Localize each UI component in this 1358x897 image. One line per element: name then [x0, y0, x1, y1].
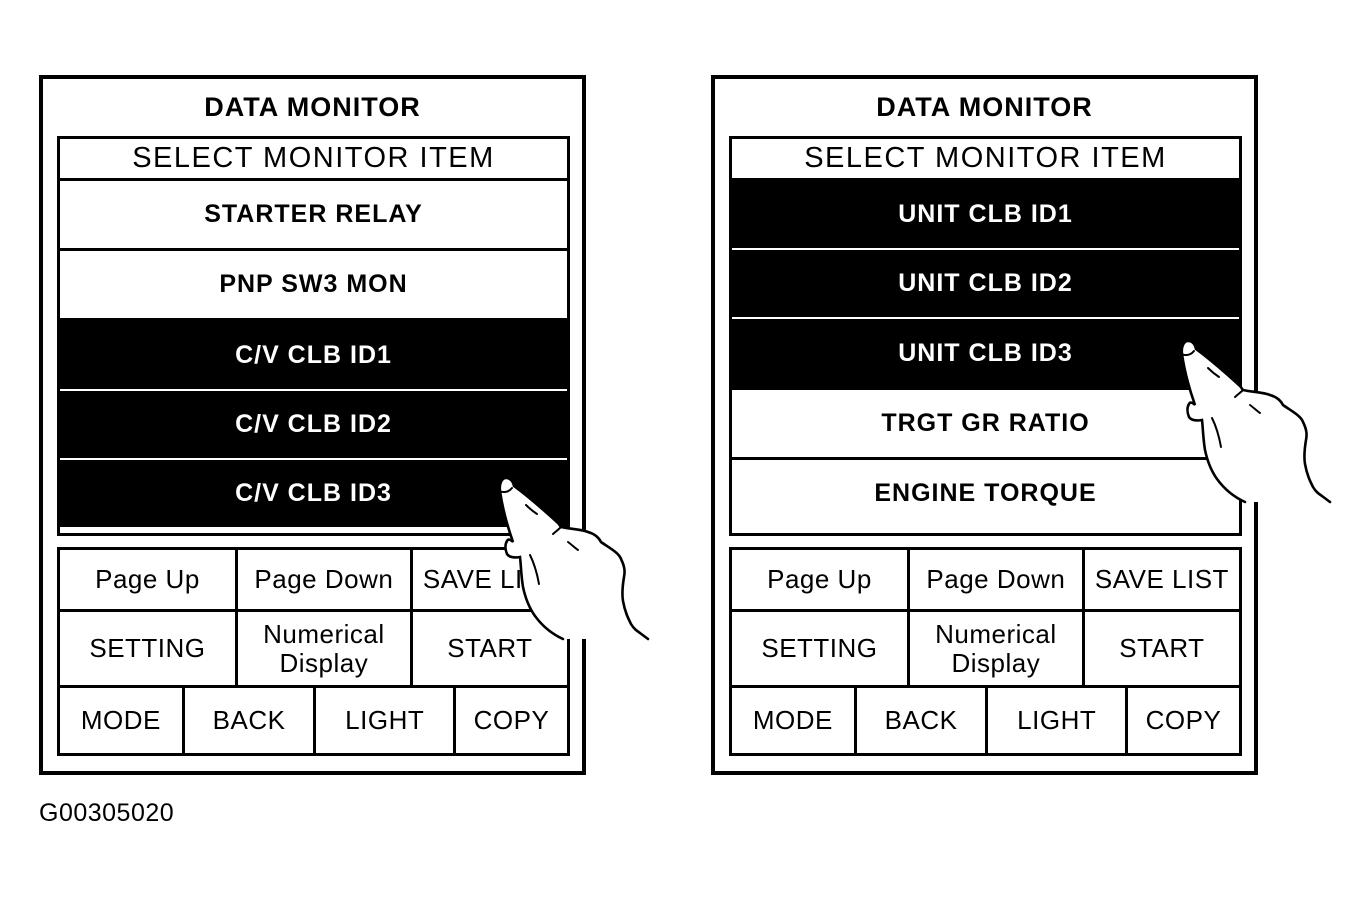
monitor-item-row[interactable]: TRGT GR RATIO [732, 386, 1239, 457]
screen-header: SELECT MONITOR ITEM [732, 139, 1239, 181]
data-monitor-panel-right: DATA MONITOR SELECT MONITOR ITEM UNIT CL… [711, 75, 1258, 775]
monitor-item-row[interactable]: UNIT CLB ID1 [732, 181, 1239, 249]
page-down-button[interactable]: Page Down [906, 550, 1082, 609]
numerical-display-button[interactable]: Numerical Display [906, 612, 1082, 685]
monitor-item-row[interactable]: C/V CLB ID1 [60, 318, 567, 389]
setting-button[interactable]: SETTING [761, 633, 878, 664]
page-up-button[interactable]: Page Up [767, 564, 872, 595]
monitor-item-screen: SELECT MONITOR ITEM STARTER RELAY PNP SW3… [57, 136, 570, 536]
monitor-item-row[interactable]: ENGINE TORQUE [732, 456, 1239, 527]
pointing-hand-illustration [451, 465, 653, 649]
monitor-item-row[interactable]: C/V CLB ID2 [60, 388, 567, 458]
light-button[interactable]: LIGHT [985, 688, 1124, 753]
numerical-display-button[interactable]: Numerical Display [234, 612, 410, 685]
back-button[interactable]: BACK [181, 688, 314, 753]
monitor-item-row[interactable]: C/V CLB ID3 [60, 457, 567, 528]
monitor-item-row[interactable]: STARTER RELAY [204, 200, 423, 229]
figure-id-caption: G00305020 [39, 799, 175, 827]
panel-title: DATA MONITOR [204, 92, 421, 122]
data-monitor-panel-left: DATA MONITOR SELECT MONITOR ITEM STARTER… [39, 75, 586, 775]
start-button[interactable]: START [1081, 612, 1239, 685]
start-button[interactable]: START [409, 612, 567, 685]
page-down-button[interactable]: Page Down [234, 550, 410, 609]
copy-button[interactable]: COPY [1124, 688, 1239, 753]
monitor-item-row[interactable]: PNP SW3 MON [60, 248, 567, 318]
mode-button[interactable]: MODE [80, 705, 161, 736]
monitor-item-row[interactable]: UNIT CLB ID2 [732, 248, 1239, 318]
back-button[interactable]: BACK [853, 688, 986, 753]
panel-title: DATA MONITOR [876, 92, 1093, 122]
pointing-hand-illustration [1133, 328, 1335, 512]
setting-button[interactable]: SETTING [89, 633, 206, 664]
mode-button[interactable]: MODE [752, 705, 833, 736]
screen-header: SELECT MONITOR ITEM [60, 139, 567, 181]
copy-button[interactable]: COPY [452, 688, 567, 753]
monitor-item-row[interactable]: UNIT CLB ID3 [732, 317, 1239, 387]
save-list-button[interactable]: SAVE LIST [1081, 550, 1239, 609]
light-button[interactable]: LIGHT [313, 688, 452, 753]
page-up-button[interactable]: Page Up [95, 564, 200, 595]
